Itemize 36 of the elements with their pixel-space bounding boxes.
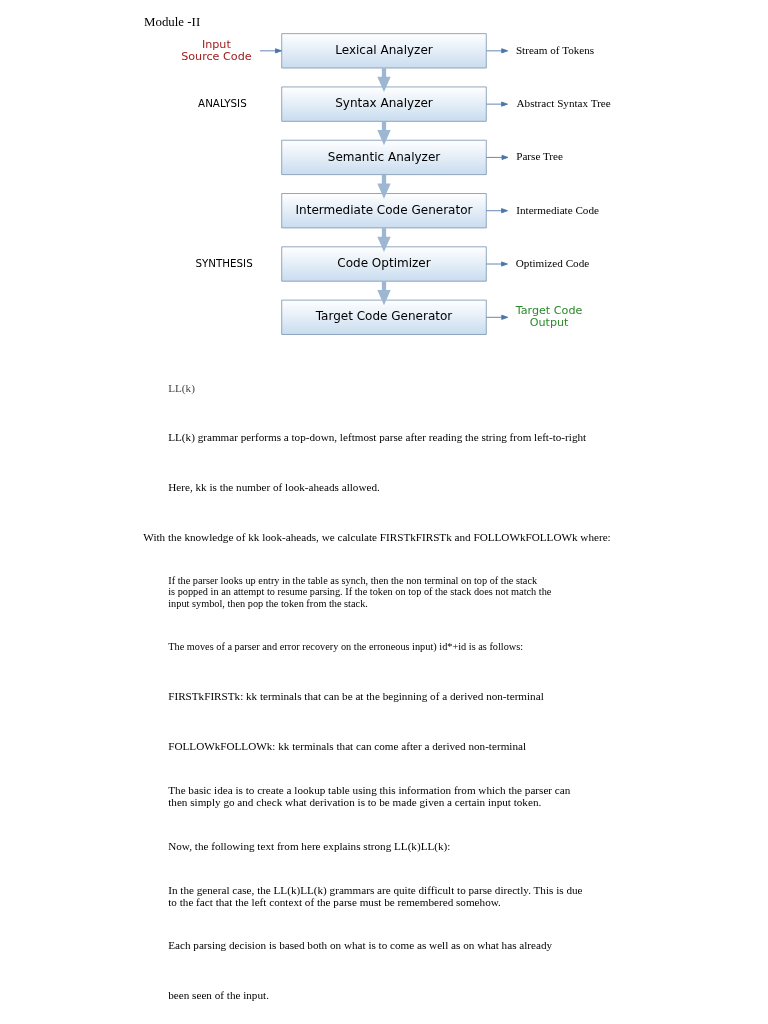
label: If the parser looks up entry in the table as synch, then the non terminal on top of the stack is popped in an attempt to resume parsing. If the token on top of the stack does not match the input symbol, then pop the token from the stack. [168, 575, 552, 609]
diagram-title: Module -II [144, 14, 201, 29]
label: been seen of the input. [168, 989, 269, 1002]
node-box: Semantic Analyzer [281, 139, 487, 176]
node-text: Target Code Output [515, 304, 583, 330]
node-box: Lexical Analyzer [281, 33, 487, 69]
label: Each parsing decision is based both on what is to come as well as on what has already [168, 939, 553, 952]
arrow [486, 101, 508, 107]
label: Now, the following text from here explains strong LL(k)LL(k): [168, 839, 451, 852]
node-box: Intermediate Code Generator [281, 193, 487, 229]
label: The basic idea is to create a lookup table using this information from which the parser can then simply go and check what derivation is to be made given a certain input token. [168, 783, 571, 808]
label: FOLLOWkFOLLOWk: kk terminals that can come after a derived non-terminal [168, 740, 527, 753]
node-text: Input Source Code [181, 37, 252, 63]
label: In the general case, the LL(k)LL(k) grammars are quite difficult to parse directly. This is due to the fact that the left context of the parse must be remembered somehow. [168, 883, 583, 908]
arrow [485, 154, 509, 160]
node-text: Stream of Tokens [515, 43, 595, 56]
label: With the knowledge of kk look-aheads, we calculate FIRSTkFIRSTk and FOLLOWkFOLLOWk where: [143, 531, 611, 544]
node-text: Intermediate Code [516, 203, 599, 216]
node-text: Abstract Syntax Tree [516, 97, 611, 110]
node-box: Code Optimizer [281, 246, 487, 282]
label: ANALYSIS [198, 96, 247, 109]
node-text: Optimized Code [515, 256, 590, 269]
node-box: Target Code Generator [281, 299, 487, 335]
node-box: Syntax Analyzer [281, 86, 487, 122]
label: Here, kk is the number of look-aheads allowed. [168, 481, 380, 494]
label: SYNTHESIS [195, 256, 253, 269]
arrow [486, 208, 508, 214]
label: FIRSTkFIRSTk: kk terminals that can be at the beginning of a derived non-terminal [168, 690, 544, 703]
arrow [486, 314, 509, 320]
label: The moves of a parser and error recovery on the erroneous input) id*+id is as follows: [168, 641, 524, 653]
label: LL(k) [168, 381, 195, 394]
label: LL(k) grammar performs a top-down, leftmost parse after reading the string from left-to-right [168, 431, 587, 444]
arrow [259, 48, 282, 54]
arrow [486, 48, 509, 54]
arrow [485, 261, 508, 267]
node-text: Parse Tree [516, 150, 563, 163]
